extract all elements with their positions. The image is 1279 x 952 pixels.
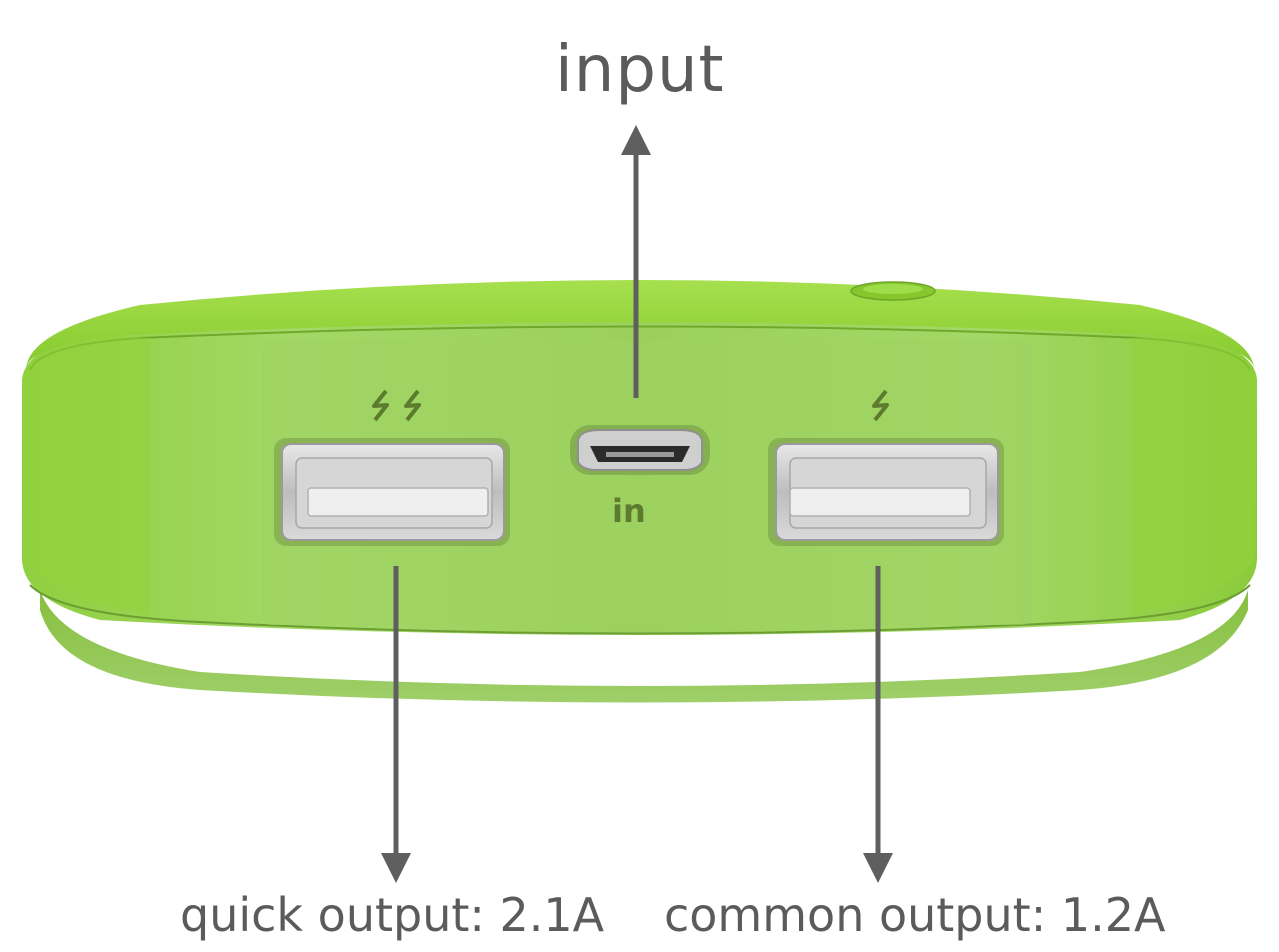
common-output-label: common output: 1.2A [664,888,1166,942]
port-panel [262,340,1032,625]
right-side-shade [1130,335,1257,615]
double-lightning-icon [372,389,421,422]
port-in-label: in [612,492,646,530]
quick-output-label: quick output: 2.1A [180,888,605,942]
lightning-icon [872,389,889,422]
usb-port-common [768,438,1004,546]
top-shell [26,280,1254,368]
left-side-shade [22,335,150,615]
bottom-seam [29,584,1251,635]
input-label: input [555,33,725,107]
usb-port-quick [274,438,510,546]
power-button-icon [850,281,936,301]
micro-usb-port [570,425,710,475]
